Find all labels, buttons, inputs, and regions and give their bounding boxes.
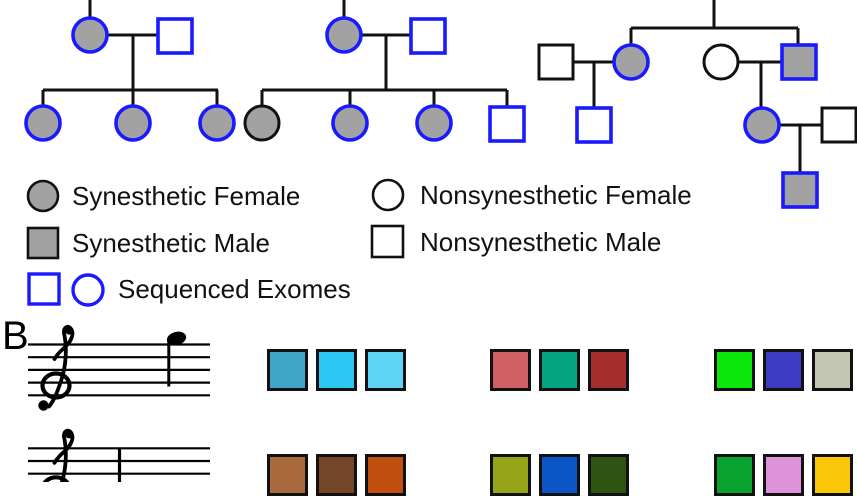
- pedigree-nonsynesthetic-male-sequenced: [488, 105, 526, 143]
- pedigree-synesthetic-female-sequenced: [743, 106, 781, 144]
- pedigree-synesthetic-female-sequenced: [114, 104, 152, 142]
- pedigree-synesthetic-female-sequenced: [331, 104, 369, 142]
- legend-synesthetic-female-symbol: [26, 179, 60, 213]
- clef-top-blob: [65, 431, 73, 439]
- color-swatch-r1-g2-s2: [539, 349, 580, 391]
- clef-top-curl: [52, 324, 75, 361]
- pedigree-synesthetic-male-sequenced: [780, 43, 818, 81]
- pedigree-synesthetic-female-sequenced: [24, 104, 62, 142]
- pedigree-synesthetic-male-sequenced: [781, 171, 819, 209]
- pedigree-symbols-layer: [24, 16, 857, 209]
- color-swatch-r2-g1-s1: [267, 454, 308, 496]
- color-swatch-r1-g3-s3: [812, 349, 853, 391]
- legend-label-synesthetic-female: Synesthetic Female: [72, 181, 301, 211]
- color-swatch-r2-g1-s2: [316, 454, 357, 496]
- color-swatch-r2-g1-s3: [365, 454, 406, 496]
- legend-sequenced-circle-symbol: [71, 273, 105, 307]
- legend-nonsynesthetic-female-symbol: [371, 178, 405, 212]
- legend-label-sequenced-exomes: Sequenced Exomes: [118, 274, 351, 304]
- color-swatch-r1-g2-s1: [490, 349, 531, 391]
- clef-top-curl: [52, 428, 75, 465]
- pedigree-synesthetic-female-sequenced: [71, 16, 109, 54]
- panel-b-label: B: [2, 314, 29, 358]
- pedigree-nonsynesthetic-male-sequenced: [575, 106, 613, 144]
- color-swatch-r1-g3-s1: [714, 349, 755, 391]
- pedigree-synesthetic-female-sequenced: [612, 43, 650, 81]
- color-swatch-r1-g3-s2: [763, 349, 804, 391]
- legend-label-nonsynesthetic-male: Nonsynesthetic Male: [420, 227, 662, 257]
- clef-top-blob: [65, 327, 73, 335]
- pedigree-nonsynesthetic-male-sequenced: [409, 17, 447, 55]
- color-swatch-r1-g1-s3: [365, 349, 406, 391]
- note-head: [166, 331, 187, 346]
- clef-loop: [40, 371, 72, 400]
- legend-label-synesthetic-male: Synesthetic Male: [72, 228, 270, 258]
- pedigree-nonsynesthetic-female: [702, 43, 740, 81]
- treble-clef-icon: [42, 428, 75, 482]
- legend-synesthetic-male-symbol: [26, 226, 60, 260]
- music-notation-layer: [28, 324, 210, 482]
- color-swatch-r1-g1-s2: [316, 349, 357, 391]
- legend-sequenced-square-symbol: [27, 272, 61, 306]
- color-swatch-r2-g3-s3: [812, 454, 853, 496]
- legend-symbols-layer: [26, 178, 405, 307]
- pedigree-nonsynesthetic-male-sequenced: [156, 17, 194, 55]
- color-swatch-r1-g1-s1: [267, 349, 308, 391]
- pedigree-synesthetic-female-sequenced: [415, 104, 453, 142]
- color-swatch-r2-g2-s2: [539, 454, 580, 496]
- figure-svg: [24, 0, 857, 482]
- color-swatch-r2-g3-s1: [714, 454, 755, 496]
- color-swatch-r1-g2-s3: [588, 349, 629, 391]
- legend-nonsynesthetic-male-symbol: [370, 224, 405, 259]
- pedigree-nonsynesthetic-male: [820, 106, 857, 144]
- clef-loop: [42, 475, 70, 482]
- treble-clef-icon: [38, 324, 75, 411]
- pedigree-synesthetic-female: [243, 104, 281, 142]
- color-swatch-r2-g2-s3: [588, 454, 629, 496]
- pedigree-nonsynesthetic-male: [537, 43, 575, 81]
- legend-label-nonsynesthetic-female: Nonsynesthetic Female: [420, 180, 692, 210]
- pedigree-synesthetic-female-sequenced: [198, 104, 236, 142]
- color-swatch-r2-g3-s2: [763, 454, 804, 496]
- pedigree-synesthetic-female-sequenced: [325, 16, 363, 54]
- clef-bottom-dot: [38, 400, 49, 411]
- color-swatch-r2-g2-s1: [490, 454, 531, 496]
